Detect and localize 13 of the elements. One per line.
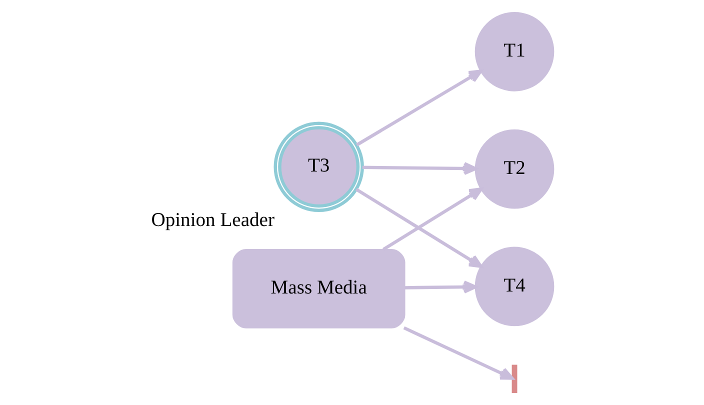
node-box: Mass Media [232,248,406,328]
node-circle: T2 [474,129,554,209]
node-circle: T1 [474,12,554,92]
node-label: Opinion Leader [151,210,274,232]
node-bar [512,364,518,393]
arrow [362,162,477,176]
node-circle: T4 [474,246,554,326]
arrow [382,188,483,251]
arrow [355,188,482,268]
node-circle: T3 [274,122,364,212]
arrow [404,280,477,294]
arrow [403,326,514,380]
arrow [356,70,482,146]
